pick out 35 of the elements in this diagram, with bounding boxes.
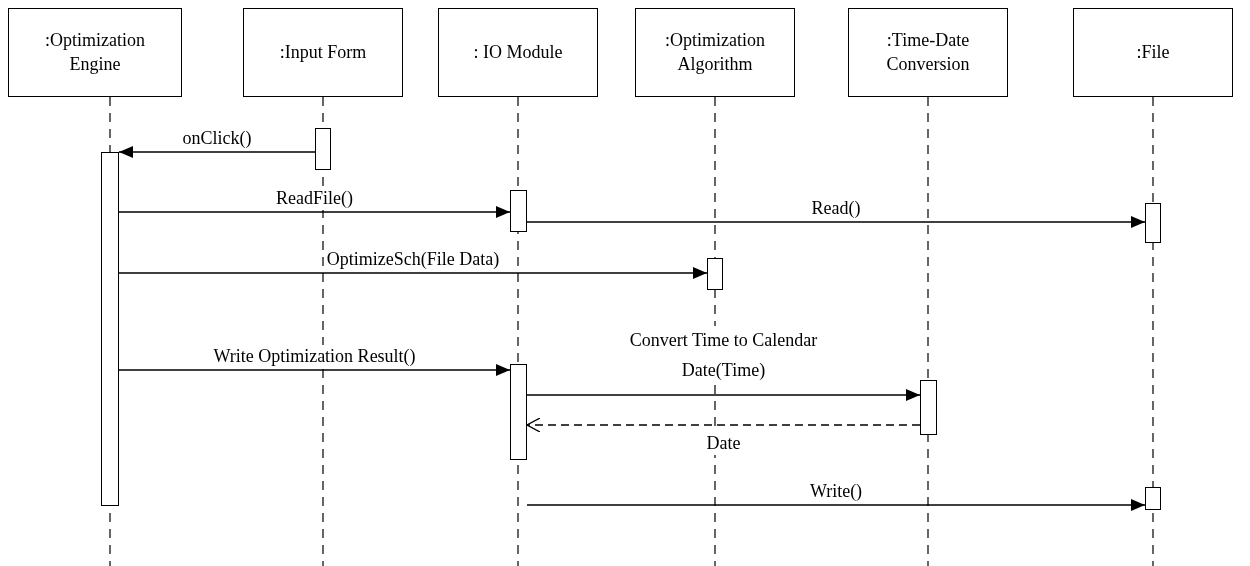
message-label: ReadFile() bbox=[274, 187, 355, 211]
lifeline-header-box bbox=[848, 8, 1008, 97]
message-label: OptimizeSch(File Data) bbox=[324, 248, 502, 272]
lifeline-name: :File bbox=[1135, 40, 1171, 64]
lifeline-name: :Time-Date Conversion bbox=[885, 29, 971, 76]
lifeline-header-box bbox=[438, 8, 598, 97]
message-arrow bbox=[526, 499, 1146, 511]
lifeline-header-box bbox=[1073, 8, 1233, 97]
lifeline-header-box bbox=[635, 8, 795, 97]
lifeline-name: :Optimization Algorithm bbox=[664, 29, 766, 76]
activation-bar bbox=[315, 128, 331, 170]
message-arrow bbox=[118, 364, 511, 376]
lifeline-name: :Optimization Engine bbox=[44, 29, 146, 76]
return-message-arrow bbox=[526, 417, 921, 433]
activation-bar bbox=[101, 152, 119, 506]
message-label: Read() bbox=[809, 197, 863, 221]
activation-bar bbox=[920, 380, 937, 435]
activation-bar bbox=[510, 364, 527, 460]
lifeline-name: : IO Module bbox=[472, 40, 564, 64]
lifeline-name: :Input Form bbox=[278, 40, 368, 64]
message-arrow bbox=[118, 206, 511, 218]
lifeline-header-box bbox=[8, 8, 182, 97]
message-label: Write() bbox=[807, 480, 865, 504]
message-arrow bbox=[118, 267, 708, 279]
activation-bar bbox=[1145, 203, 1161, 243]
activation-bar bbox=[707, 258, 723, 290]
activation-bar bbox=[510, 190, 527, 232]
message-label: onClick() bbox=[180, 127, 254, 151]
message-arrow bbox=[526, 216, 1146, 228]
lifeline-header-box bbox=[243, 8, 403, 97]
message-label: Date bbox=[704, 432, 743, 456]
message-arrow bbox=[526, 389, 921, 401]
message-label: Write Optimization Result() bbox=[211, 345, 418, 369]
activation-bar bbox=[1145, 487, 1161, 510]
message-arrow bbox=[118, 146, 316, 158]
